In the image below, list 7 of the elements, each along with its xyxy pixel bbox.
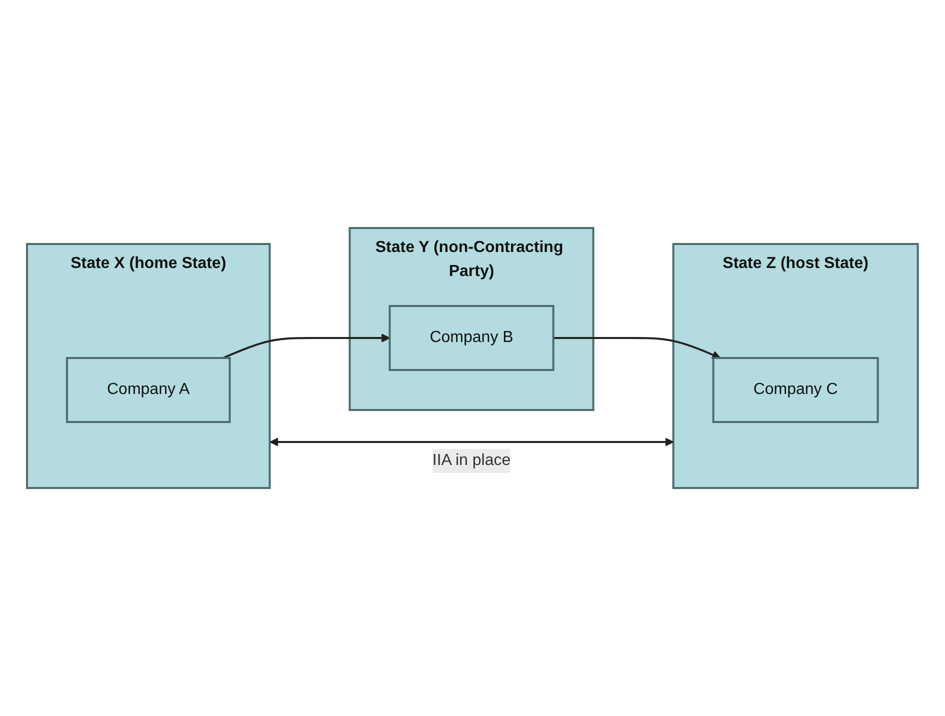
- edge-label: IIA in place: [432, 452, 511, 469]
- arrow: [270, 438, 674, 446]
- node-box: Company A: [66, 357, 231, 423]
- arrow: [553, 337, 721, 359]
- arrow: [222, 334, 390, 359]
- node-box: Company C: [712, 357, 879, 423]
- node-box: Company B: [388, 305, 554, 371]
